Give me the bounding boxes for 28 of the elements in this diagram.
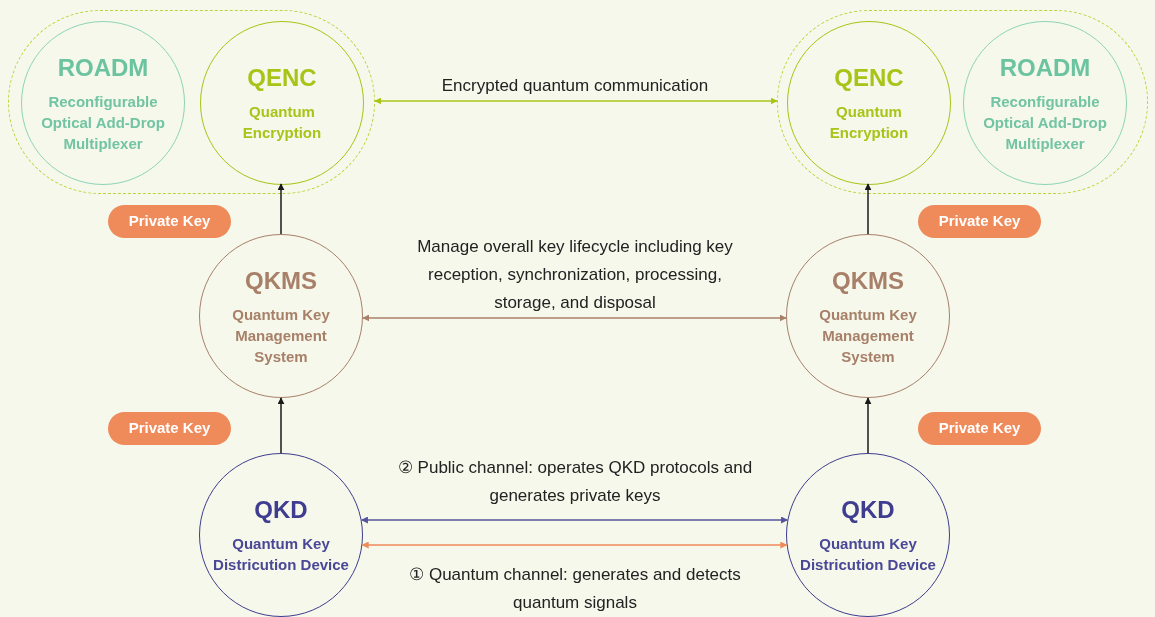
key-badge: Private Key (108, 412, 231, 445)
arrow (360, 516, 789, 524)
arrow (277, 397, 285, 454)
node-title: QKMS (245, 265, 317, 296)
node-description: Quantum Key Management System (818, 304, 918, 367)
arrow (361, 541, 788, 549)
node-title: QKD (841, 495, 895, 525)
node-title: ROADM (999, 52, 1091, 83)
arrow (864, 397, 872, 454)
arrow (362, 314, 787, 322)
node-description: Quantum Key Districution Device (212, 534, 350, 575)
node-description: Reconfigurable Optical Add-Drop Multiplexer (40, 91, 166, 154)
node-description: Quantum Encryption (828, 102, 910, 143)
node-title: QKD (254, 495, 308, 525)
arrow (864, 183, 872, 235)
node-title: QENC (247, 63, 317, 93)
arrow (277, 183, 285, 235)
node-description: Quantum Encryption (241, 102, 323, 143)
node-description: Reconfigurable Optical Add-Drop Multiplexer (982, 91, 1108, 154)
node-description: Quantum Key Districution Device (799, 534, 937, 575)
node-title: QKMS (832, 265, 904, 296)
key-badge: Private Key (918, 412, 1041, 445)
key-badge: Private Key (918, 205, 1041, 238)
node-title: QENC (834, 63, 904, 93)
key-badge: Private Key (108, 205, 231, 238)
node-title: ROADM (57, 52, 149, 83)
arrow (374, 97, 778, 105)
node-description: Quantum Key Management System (231, 304, 331, 367)
